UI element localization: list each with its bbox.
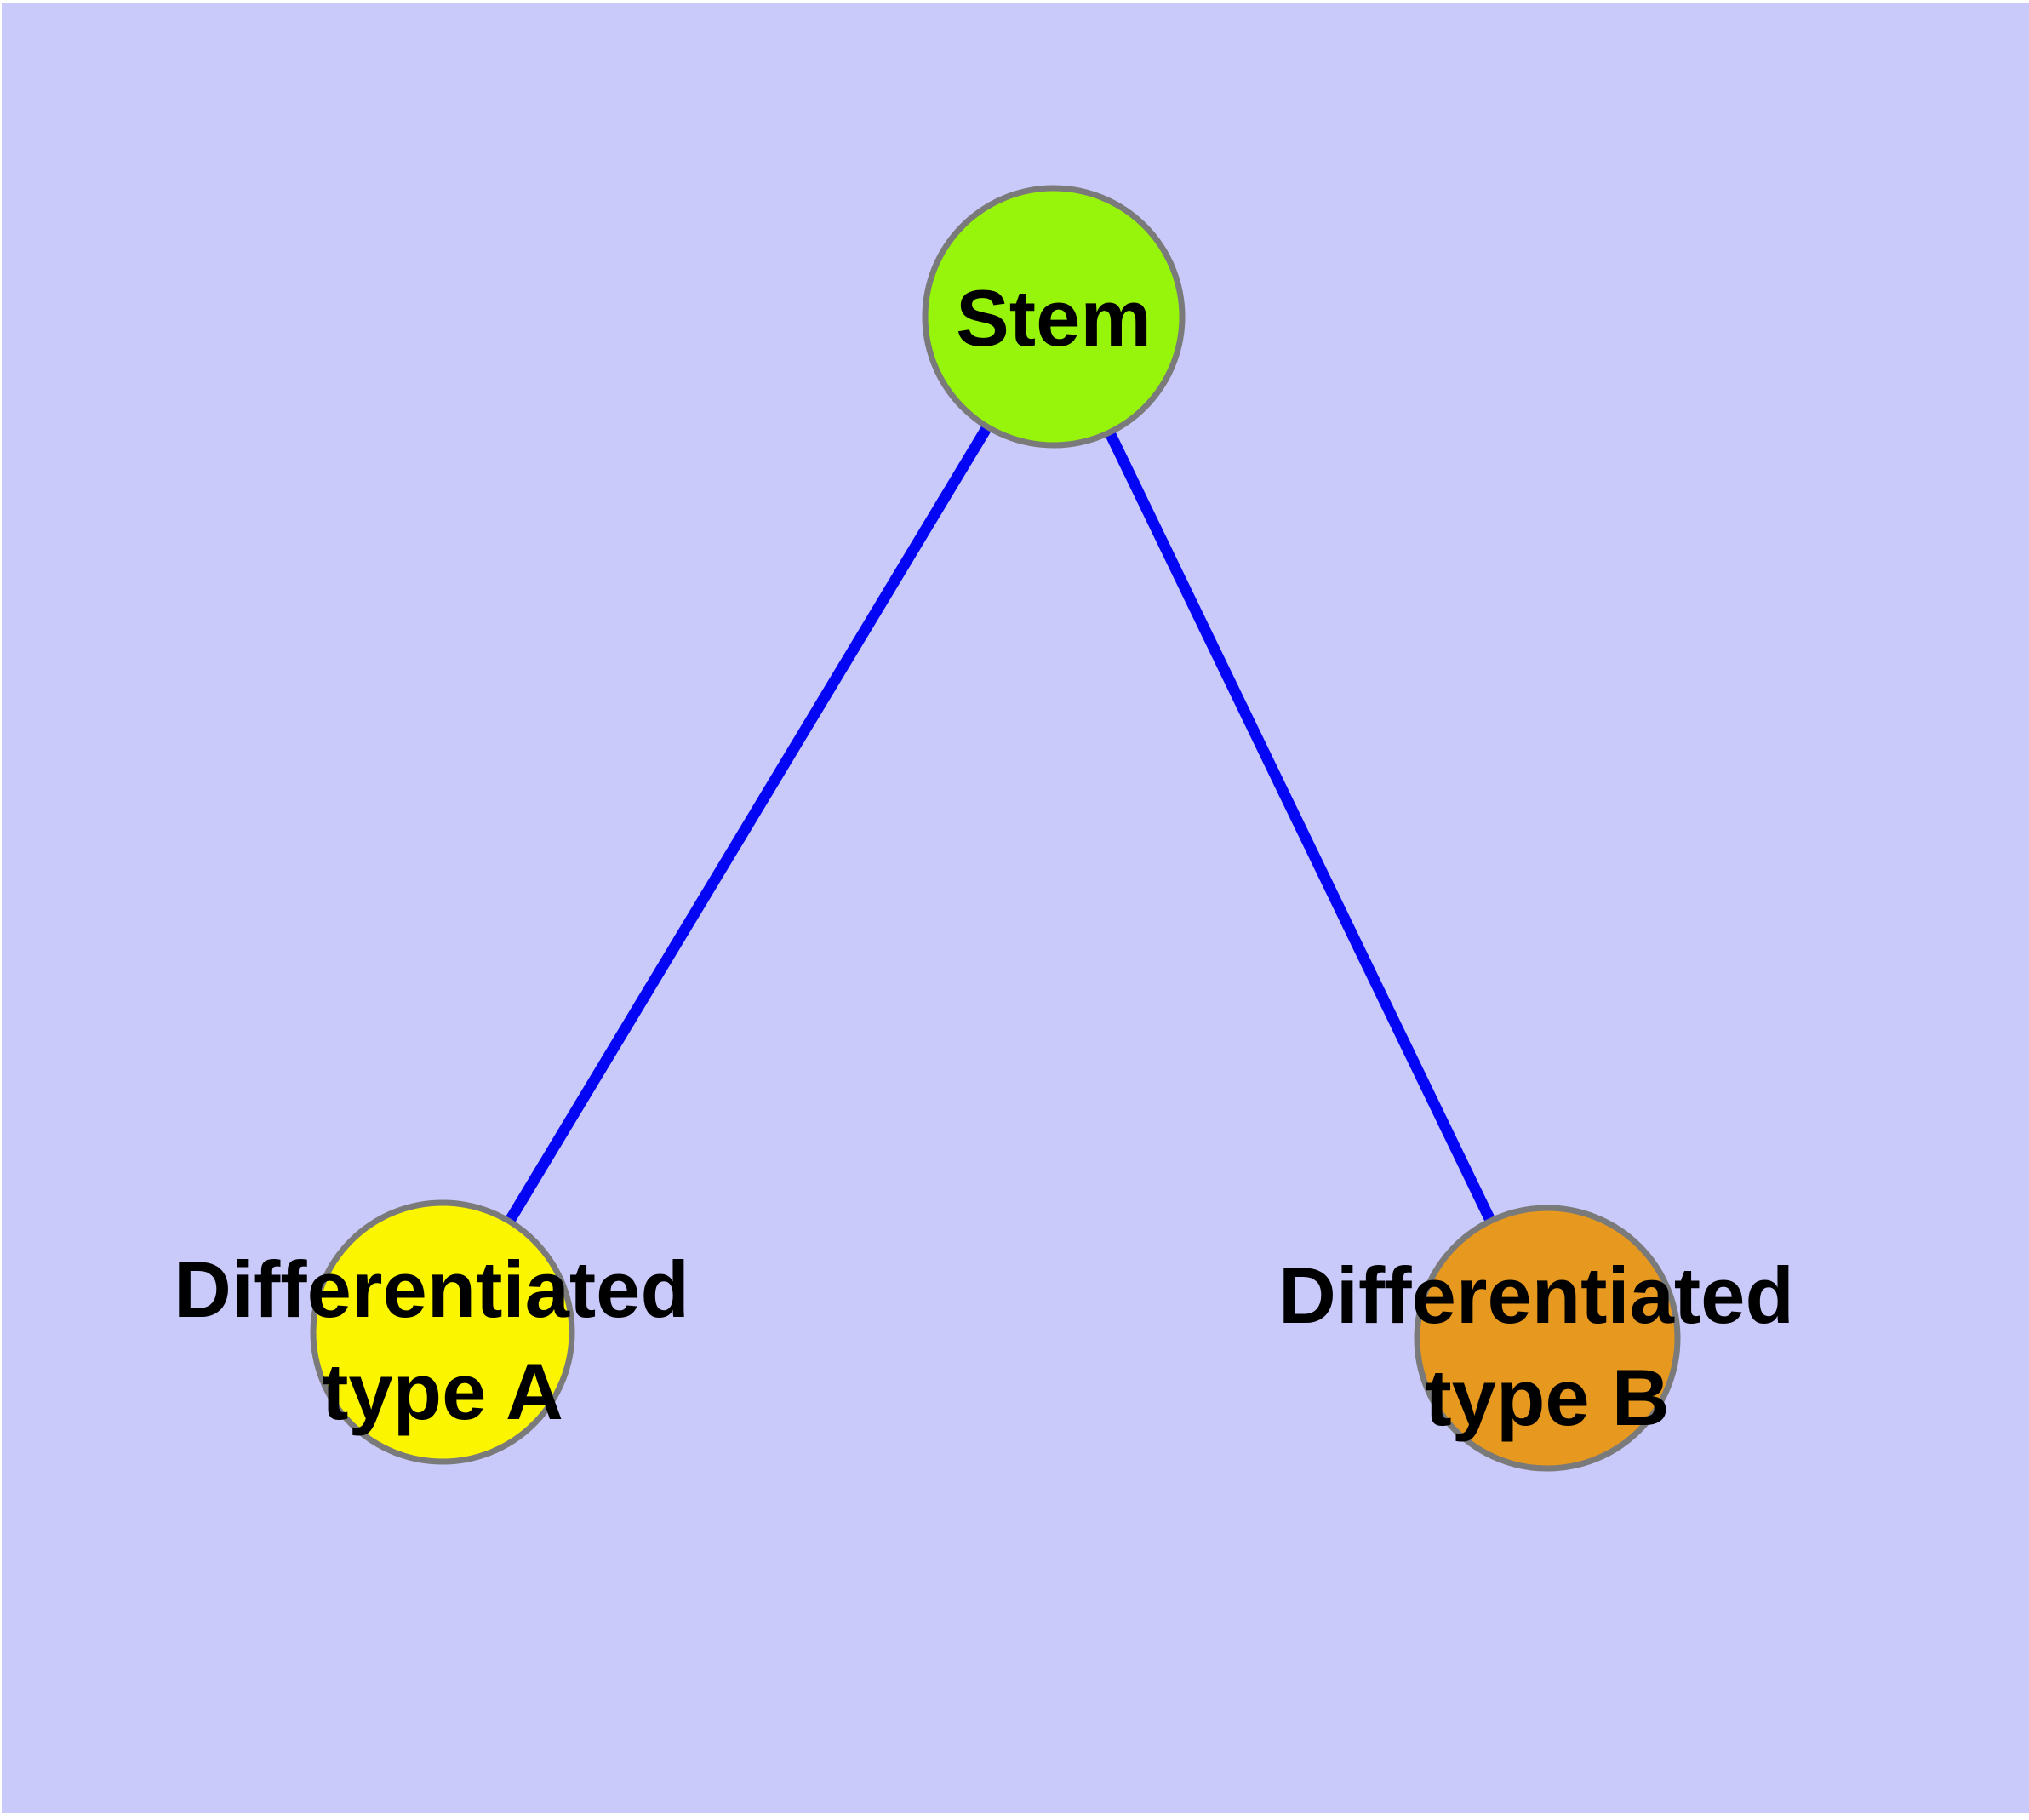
node-type-b-circle [1414,1205,1681,1472]
node-type-a-circle [310,1199,575,1465]
node-stem-label: Stem [956,273,1152,363]
edge-stem-to-type-a [437,313,1059,1336]
node-stem-circle [922,185,1186,449]
node-type-b-label-line-1: Differentiated [1278,1251,1794,1340]
edge-stem-to-type-b [1049,314,1552,1341]
node-differentiated-type-a: Differentiated type A [174,1199,712,1465]
node-type-a-label-line-2: type A [322,1347,563,1436]
node-type-a-label-line-1: Differentiated [174,1245,689,1334]
edge-group [437,313,1552,1341]
node-type-b-label: Differentiated type B [1278,1251,1816,1442]
node-stem: Stem [922,185,1186,449]
node-type-a-label: Differentiated type A [174,1245,712,1436]
node-differentiated-type-b: Differentiated type B [1278,1205,1816,1472]
node-type-b-label-line-2: type B [1425,1353,1669,1442]
